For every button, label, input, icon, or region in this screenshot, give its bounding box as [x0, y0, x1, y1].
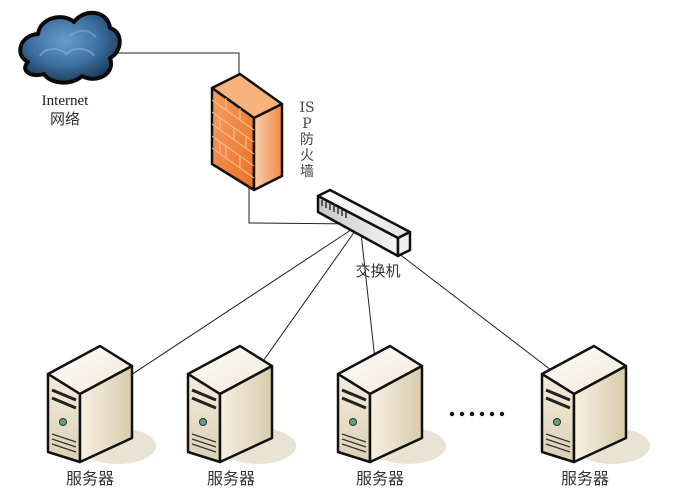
ellipsis-dots	[449, 411, 505, 417]
wire-switch-server-1	[89, 223, 361, 403]
switch-icon	[316, 188, 412, 258]
drive-bay	[191, 396, 217, 410]
drive-bay	[545, 388, 571, 402]
power-button-icon	[553, 418, 561, 426]
vent-line	[341, 433, 367, 443]
vent-line	[545, 443, 571, 453]
drive-bay	[341, 396, 367, 410]
server-side	[572, 364, 628, 464]
drive-bay	[545, 396, 571, 410]
firewall-label-line: 防	[300, 132, 314, 148]
vent-line	[191, 438, 217, 448]
server-label: 服务器	[560, 469, 609, 488]
vent-line	[51, 433, 77, 443]
internet-label-cn: 网络	[49, 110, 80, 128]
drive-bay	[191, 388, 217, 402]
server-label: 服务器	[65, 469, 114, 488]
servers	[46, 344, 650, 464]
drive-bay	[51, 396, 77, 410]
vent-line	[545, 438, 571, 448]
firewall-label-line: 墙	[300, 164, 314, 180]
drive-bay	[51, 388, 77, 402]
server-side	[78, 364, 134, 464]
server-side	[368, 364, 424, 464]
firewall-label-line: P	[302, 116, 312, 132]
cloud-icon	[18, 11, 122, 85]
server-label: 服务器	[206, 469, 255, 488]
connection-wires	[89, 52, 586, 406]
server-label: 服务器	[355, 469, 404, 488]
vent-line	[191, 433, 217, 443]
power-button-icon	[199, 418, 207, 426]
server-icon	[46, 344, 156, 464]
server-icon	[186, 344, 296, 464]
vent-line	[341, 443, 367, 453]
firewall-label-line: 火	[300, 148, 314, 164]
vent-line	[545, 433, 571, 443]
vent-line	[51, 438, 77, 448]
firewall-icon	[210, 72, 284, 192]
internet-label-en: Internet	[41, 93, 89, 109]
firewall-label: IS P 防 火 墙	[296, 100, 318, 180]
vent-line	[191, 443, 217, 453]
server-icon	[540, 344, 650, 464]
drive-bay	[341, 388, 367, 402]
firewall-label-line: IS	[299, 100, 315, 116]
server-side	[218, 364, 274, 464]
vent-line	[51, 443, 77, 453]
server-icon	[336, 344, 446, 464]
power-button-icon	[59, 418, 67, 426]
power-button-icon	[349, 418, 357, 426]
vent-line	[341, 438, 367, 448]
switch-label: 交换机	[355, 262, 401, 280]
internet-label: Internet 网络	[30, 92, 100, 128]
